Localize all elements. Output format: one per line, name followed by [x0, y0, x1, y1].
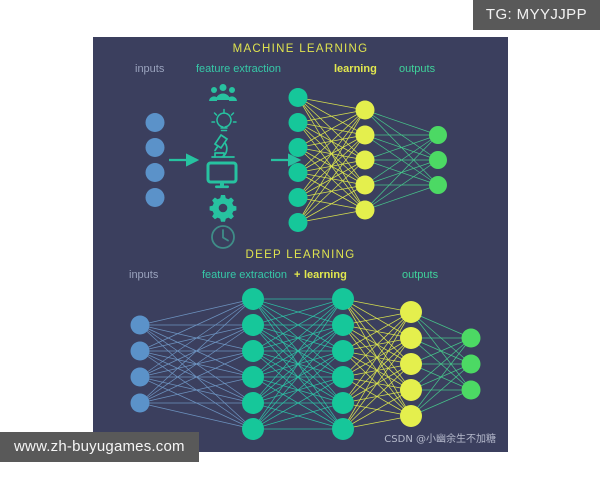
ml-label-outputs: outputs: [399, 63, 436, 75]
dl-label-plus: +: [294, 269, 301, 281]
site-watermark: www.zh-buyugames.com: [0, 432, 199, 462]
dl-label-outputs: outputs: [402, 269, 439, 281]
ml-label-feature-extraction: feature extraction: [196, 63, 281, 75]
ml-label-learning: learning: [334, 63, 377, 75]
network-graphics: [130, 84, 481, 440]
csdn-watermark: CSDN @小幽余生不加糖: [384, 434, 496, 445]
dl-label-inputs: inputs: [129, 269, 159, 281]
dl-label-feature-extraction: feature extraction: [202, 269, 287, 281]
machine-learning-title: MACHINE LEARNING: [232, 43, 369, 55]
microscope-icon: [211, 133, 235, 158]
neural-network-diagram-panel: MACHINE LEARNING inputs feature extracti…: [93, 37, 508, 452]
ml-edges: [297, 97, 439, 223]
gear-icon: [209, 195, 237, 222]
people-icon: [209, 84, 237, 101]
ml-nodes: [145, 88, 447, 232]
ml-feature-icon-column: [206, 84, 238, 249]
telegram-badge: TG: MYYJJPP: [472, 0, 600, 30]
lightbulb-icon: [211, 108, 237, 132]
diagram-canvas: MACHINE LEARNING inputs feature extracti…: [93, 37, 508, 452]
deep-learning-title: DEEP LEARNING: [245, 249, 356, 261]
dl-label-learning: learning: [304, 269, 347, 281]
dl-edges: [139, 298, 472, 430]
dl-nodes: [130, 288, 481, 440]
monitor-icon: [206, 161, 238, 189]
ml-label-inputs: inputs: [135, 63, 165, 75]
clock-icon: [211, 225, 235, 249]
